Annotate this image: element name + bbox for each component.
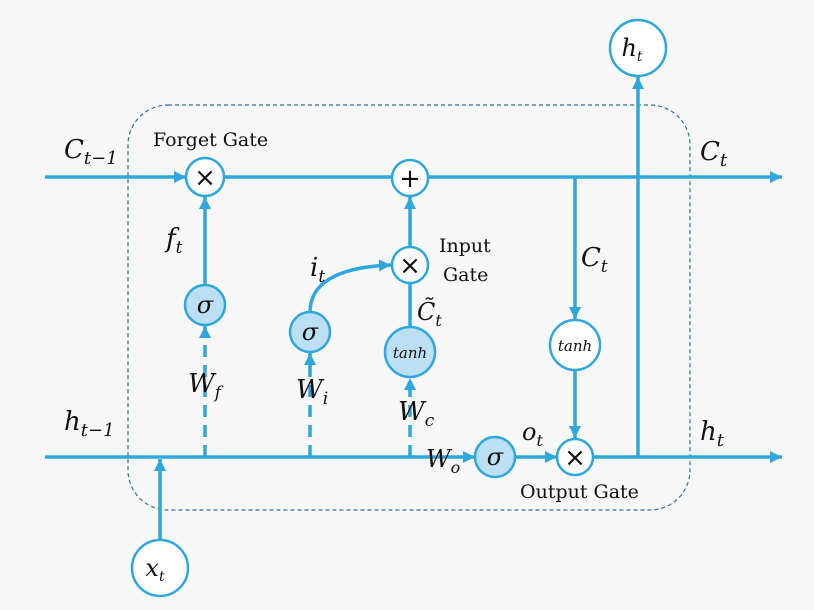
input-gate-label-line1: Input bbox=[439, 235, 491, 257]
h-t-node-main: h bbox=[621, 34, 636, 62]
h-prev-label: ht−1 bbox=[64, 407, 115, 441]
w-f-label: Wf bbox=[188, 369, 224, 403]
sigma-output-node: σ bbox=[473, 435, 517, 479]
sigma-symbol: σ bbox=[197, 291, 214, 319]
tanh-label: tanh bbox=[558, 337, 592, 355]
f-t-label: ft bbox=[164, 224, 183, 258]
c-t-mid-sub: t bbox=[601, 257, 608, 277]
input-gate-label-line2: Gate bbox=[443, 264, 488, 286]
input-gate-curve bbox=[308, 259, 392, 313]
x-t-node-label: xt bbox=[145, 554, 165, 585]
o-t-label: ot bbox=[522, 418, 543, 450]
c-prev-label: Ct−1 bbox=[64, 135, 118, 169]
input-multiply-node: × bbox=[390, 245, 430, 285]
w-c-main: W bbox=[398, 397, 427, 427]
forget-multiply-node: × bbox=[184, 156, 226, 198]
c-prev-main: C bbox=[64, 135, 84, 165]
sigma-symbol: σ bbox=[487, 443, 504, 471]
h-prev-sub: t−1 bbox=[81, 420, 115, 441]
tanh-output-node: tanh bbox=[548, 318, 602, 372]
c-prev-sub: t−1 bbox=[84, 148, 118, 169]
w-f-main: W bbox=[188, 369, 217, 399]
x-t-node-sub: t bbox=[159, 569, 165, 585]
h-next-label: ht bbox=[700, 417, 725, 451]
w-o-main: W bbox=[426, 445, 453, 473]
i-t-label: it bbox=[310, 253, 325, 287]
forget-gate-label: Forget Gate bbox=[153, 129, 268, 151]
c-next-main: C bbox=[700, 137, 720, 167]
sigma-symbol: σ bbox=[302, 318, 319, 346]
c-next-sub: t bbox=[720, 150, 728, 171]
output-multiply-node: × bbox=[555, 437, 595, 477]
plus-node: + bbox=[390, 158, 430, 198]
tanh-label: tanh bbox=[393, 344, 427, 362]
output-gate-label: Output Gate bbox=[520, 481, 639, 503]
f-t-sub: t bbox=[176, 238, 183, 258]
h-next-sub: t bbox=[717, 430, 725, 451]
h-prev-main: h bbox=[64, 407, 81, 437]
c-next-label: Ct bbox=[700, 137, 728, 171]
h-t-node-label: ht bbox=[621, 34, 642, 65]
sigma-input-node: σ bbox=[288, 310, 332, 354]
cell-boundary bbox=[127, 104, 691, 511]
plus-symbol: + bbox=[399, 164, 421, 194]
multiply-symbol: × bbox=[399, 251, 421, 281]
w-i-main: W bbox=[296, 375, 325, 405]
w-c-label: Wc bbox=[398, 397, 435, 431]
i-t-sub: t bbox=[318, 267, 325, 287]
w-f-sub: f bbox=[213, 383, 224, 403]
c-tilde-sub: t bbox=[435, 311, 442, 330]
h-t-node-sub: t bbox=[637, 49, 643, 65]
hidden-output-node: ht bbox=[608, 18, 668, 78]
w-i-label: Wi bbox=[296, 375, 328, 409]
o-t-sub: t bbox=[536, 431, 543, 450]
w-c-sub: c bbox=[425, 411, 435, 431]
c-t-mid-main: C bbox=[581, 243, 601, 273]
h-next-main: h bbox=[700, 417, 717, 447]
c-t-mid-label: Ct bbox=[581, 243, 608, 277]
w-o-label: Wo bbox=[426, 445, 460, 477]
o-t-main: o bbox=[522, 418, 536, 446]
tanh-candidate-node: tanh bbox=[383, 325, 437, 379]
w-i-sub: i bbox=[323, 389, 328, 409]
w-o-sub: o bbox=[451, 458, 461, 477]
x-t-node-main: x bbox=[145, 554, 159, 582]
sigma-forget-node: σ bbox=[183, 283, 227, 327]
i-t-main: i bbox=[310, 253, 318, 283]
c-tilde-label: C̃t bbox=[417, 298, 442, 330]
c-tilde-main: C̃ bbox=[417, 298, 435, 326]
multiply-symbol: × bbox=[564, 443, 586, 473]
input-x-node: xt bbox=[130, 538, 190, 598]
multiply-symbol: × bbox=[194, 163, 216, 193]
